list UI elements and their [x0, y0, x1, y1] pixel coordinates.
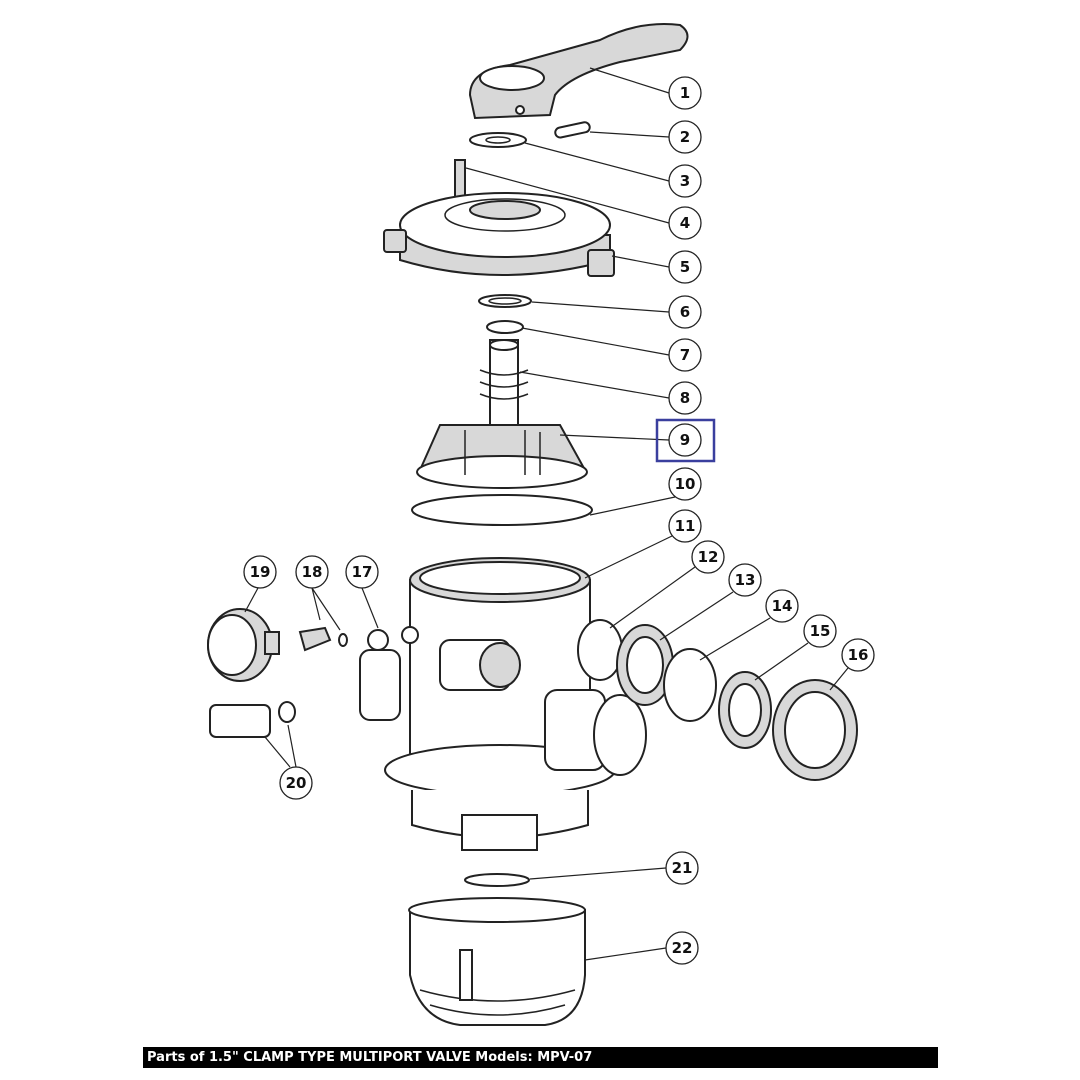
- svg-text:19: 19: [250, 563, 271, 581]
- svg-text:17: 17: [352, 563, 373, 581]
- callout-15: 15: [803, 614, 837, 648]
- svg-text:9: 9: [680, 431, 690, 449]
- callout-13: 13: [728, 563, 762, 597]
- part-o-ring: [486, 320, 524, 334]
- svg-text:10: 10: [675, 475, 696, 493]
- svg-text:4: 4: [680, 214, 690, 232]
- callout-9: 9: [668, 423, 702, 457]
- part-pin: [554, 121, 591, 139]
- part-handle: [468, 23, 689, 120]
- callout-5: 5: [668, 250, 702, 284]
- callout-2: 2: [668, 120, 702, 154]
- part-small-o-ring: [464, 873, 530, 887]
- part-spring: [479, 339, 529, 431]
- part-union-fittings: [577, 619, 858, 781]
- callout-7: 7: [668, 338, 702, 372]
- callout-17: 17: [345, 555, 379, 589]
- part-washer: [469, 132, 527, 148]
- svg-text:7: 7: [680, 346, 690, 364]
- part-cover: [383, 192, 615, 277]
- svg-text:13: 13: [735, 571, 756, 589]
- svg-text:1: 1: [680, 84, 690, 102]
- part-valve-body: [359, 557, 647, 851]
- callout-20: 20: [279, 766, 313, 800]
- svg-text:16: 16: [848, 646, 869, 664]
- callout-22: 22: [665, 931, 699, 965]
- part-large-o-ring: [411, 494, 593, 526]
- svg-text:14: 14: [772, 597, 793, 615]
- svg-text:21: 21: [672, 859, 693, 877]
- part-strainer-basket: [408, 897, 586, 1026]
- callout-18: 18: [295, 555, 329, 589]
- highlight-box: [655, 418, 716, 463]
- svg-text:2: 2: [680, 128, 690, 146]
- callout-19: 19: [243, 555, 277, 589]
- svg-text:22: 22: [672, 939, 693, 957]
- callout-10: 10: [668, 467, 702, 501]
- leader-lines: [244, 67, 849, 961]
- svg-text:5: 5: [680, 258, 690, 276]
- callout-11: 11: [668, 509, 702, 543]
- callout-14: 14: [765, 589, 799, 623]
- callout-16: 16: [841, 638, 875, 672]
- svg-text:18: 18: [302, 563, 323, 581]
- part-indicator-pin: [454, 159, 466, 201]
- svg-text:12: 12: [698, 548, 719, 566]
- callout-21: 21: [665, 851, 699, 885]
- callout-6: 6: [668, 295, 702, 329]
- svg-text:11: 11: [675, 517, 696, 535]
- diagram-caption: Parts of 1.5" CLAMP TYPE MULTIPORT VALVE…: [143, 1047, 938, 1068]
- callout-4: 4: [668, 206, 702, 240]
- svg-text:3: 3: [680, 172, 690, 190]
- part-gasket: [478, 294, 532, 308]
- callout-3: 3: [668, 164, 702, 198]
- callout-8: 8: [668, 381, 702, 415]
- part-small-fittings: [207, 608, 348, 738]
- callout-1: 1: [668, 76, 702, 110]
- part-rotor: [416, 424, 588, 489]
- svg-text:15: 15: [810, 622, 831, 640]
- svg-text:20: 20: [286, 774, 307, 792]
- callout-12: 12: [691, 540, 725, 574]
- svg-text:6: 6: [680, 303, 690, 321]
- svg-text:8: 8: [680, 389, 690, 407]
